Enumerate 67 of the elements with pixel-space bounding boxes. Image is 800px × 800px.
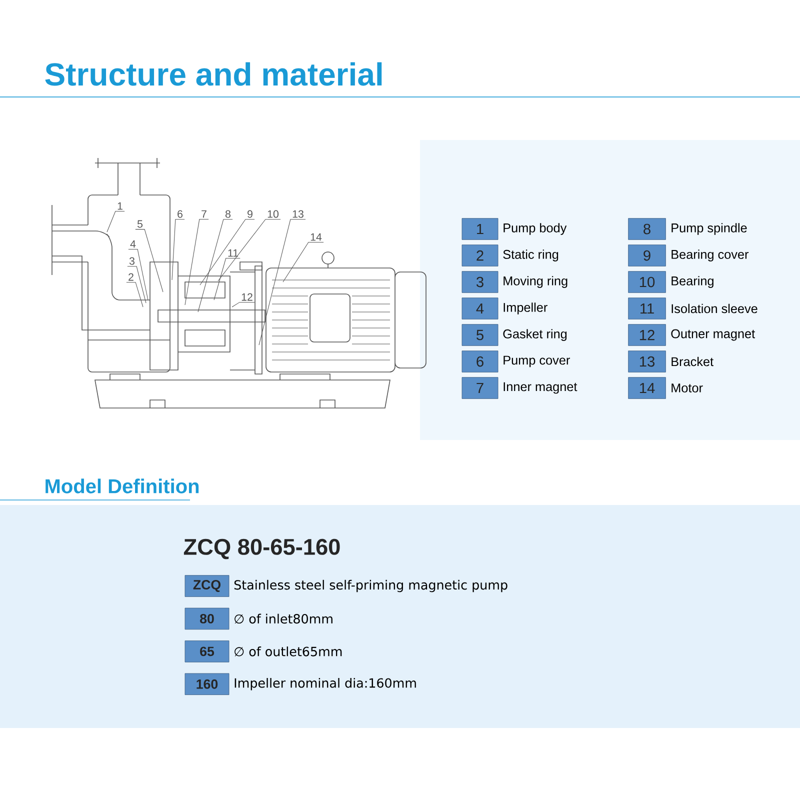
leader-line (198, 219, 233, 312)
callout-number: 11 (228, 249, 238, 257)
part-name: Impeller (504, 302, 548, 314)
callout-number: 4 (130, 240, 136, 248)
part-name: Inner magnet (504, 382, 578, 394)
part-name: Pump spindle (672, 223, 747, 235)
number-box: 7 (462, 377, 498, 399)
leader-line (258, 219, 306, 346)
part-name: Stainless steel self-priming magnetic pump (234, 580, 508, 592)
part-name: Pump body (504, 223, 567, 235)
number-box: 3 (462, 271, 498, 293)
leader-line (135, 229, 164, 292)
callout-number: 6 (178, 210, 182, 218)
model-code: ZCQ 80-65-160 (184, 538, 340, 560)
number-box: 160 (184, 673, 230, 695)
part-name: ∅ of outlet65mm (234, 646, 342, 656)
number-box: 65 (184, 640, 230, 662)
part-name: Outner magnet (671, 329, 755, 341)
number-box: ZCQ (184, 575, 230, 597)
leader-line (214, 258, 240, 300)
leader-line (232, 302, 255, 308)
number-box: 13 (628, 350, 666, 372)
part-name: Bracket (672, 356, 714, 366)
callout-number: 5 (137, 220, 143, 228)
leader-line (184, 219, 209, 306)
title: Structure and material (45, 62, 382, 86)
callout-number: 2 (128, 273, 134, 281)
callout-number: 8 (226, 210, 230, 218)
number-box: 10 (628, 271, 666, 293)
number-box: 5 (462, 324, 498, 346)
section-heading: Model Definition (46, 478, 199, 494)
leader-line (172, 219, 185, 280)
part-name: Bearing (672, 276, 714, 288)
callout-number: 14 (310, 233, 322, 241)
part-name: Static ring (503, 250, 558, 262)
part-name: Impeller nominal dia:160mm (234, 678, 416, 690)
callout-number: 10 (268, 210, 279, 218)
leader-line (126, 282, 144, 308)
part-name: ∅ of inlet80mm (234, 614, 332, 624)
number-box: 8 (628, 218, 666, 240)
number-box: 14 (628, 377, 666, 399)
number-box: 80 (184, 608, 230, 630)
number-box: 6 (462, 350, 498, 372)
leader-line (127, 266, 146, 304)
number-box: 4 (462, 298, 498, 320)
number-box: 1 (462, 218, 498, 240)
leader-line (106, 211, 125, 232)
callout-number: 13 (292, 210, 304, 218)
number-box: 12 (628, 324, 666, 346)
number-box: 2 (462, 244, 498, 266)
callout-number: 9 (248, 210, 252, 218)
part-name: Isolation sleeve (672, 304, 758, 314)
callout-number: 1 (118, 202, 122, 210)
leader-line (200, 219, 255, 286)
callout-number: 7 (202, 210, 206, 218)
part-name: Moving ring (504, 276, 568, 288)
callout-number: 3 (129, 257, 134, 265)
leader-line (128, 249, 148, 300)
number-box: 11 (628, 298, 666, 320)
number-box: 9 (628, 244, 666, 266)
part-name: Motor (672, 384, 703, 392)
leader-line (218, 219, 281, 282)
part-name: Bearing cover (672, 250, 749, 262)
part-name: Gasket ring (503, 329, 567, 341)
callout-number: 12 (242, 293, 252, 301)
leader-line (282, 242, 324, 282)
part-name: Pump cover (504, 356, 570, 368)
